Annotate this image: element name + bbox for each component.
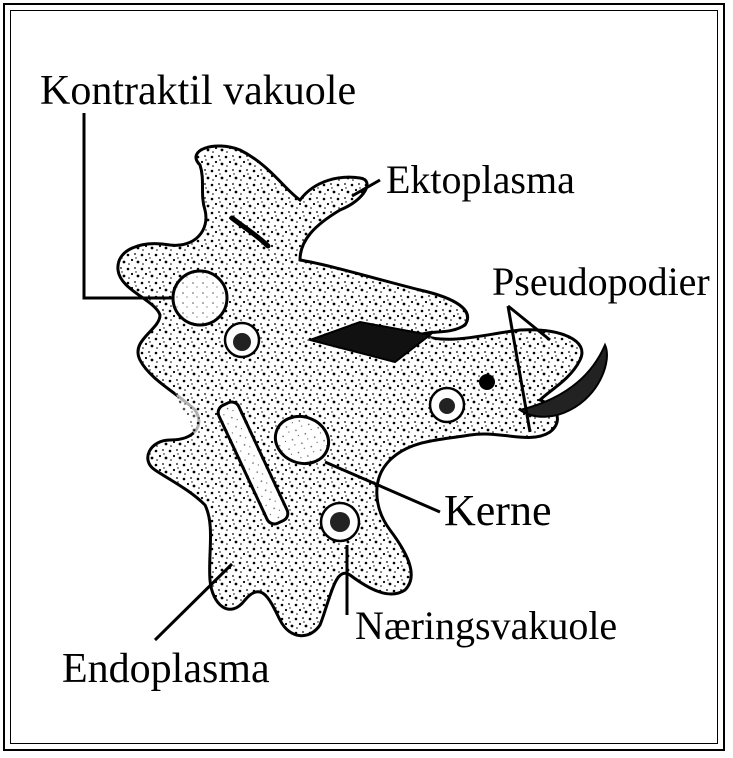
star-particle <box>479 374 495 390</box>
label-kontraktil-vakuole: Kontraktil vakuole <box>40 70 356 112</box>
label-ektoplasma: Ektoplasma <box>386 160 575 200</box>
label-pseudopodier: Pseudopodier <box>492 262 710 302</box>
food-vacuole-3-core <box>330 512 350 532</box>
food-vacuole-2-core <box>439 398 455 414</box>
contractile-vacuole <box>173 271 227 325</box>
label-endoplasma: Endoplasma <box>62 648 270 690</box>
label-naeringsvakuole: Næringsvakuole <box>355 606 617 646</box>
label-kerne: Kerne <box>444 489 552 533</box>
food-vacuole-1-core <box>233 333 251 351</box>
